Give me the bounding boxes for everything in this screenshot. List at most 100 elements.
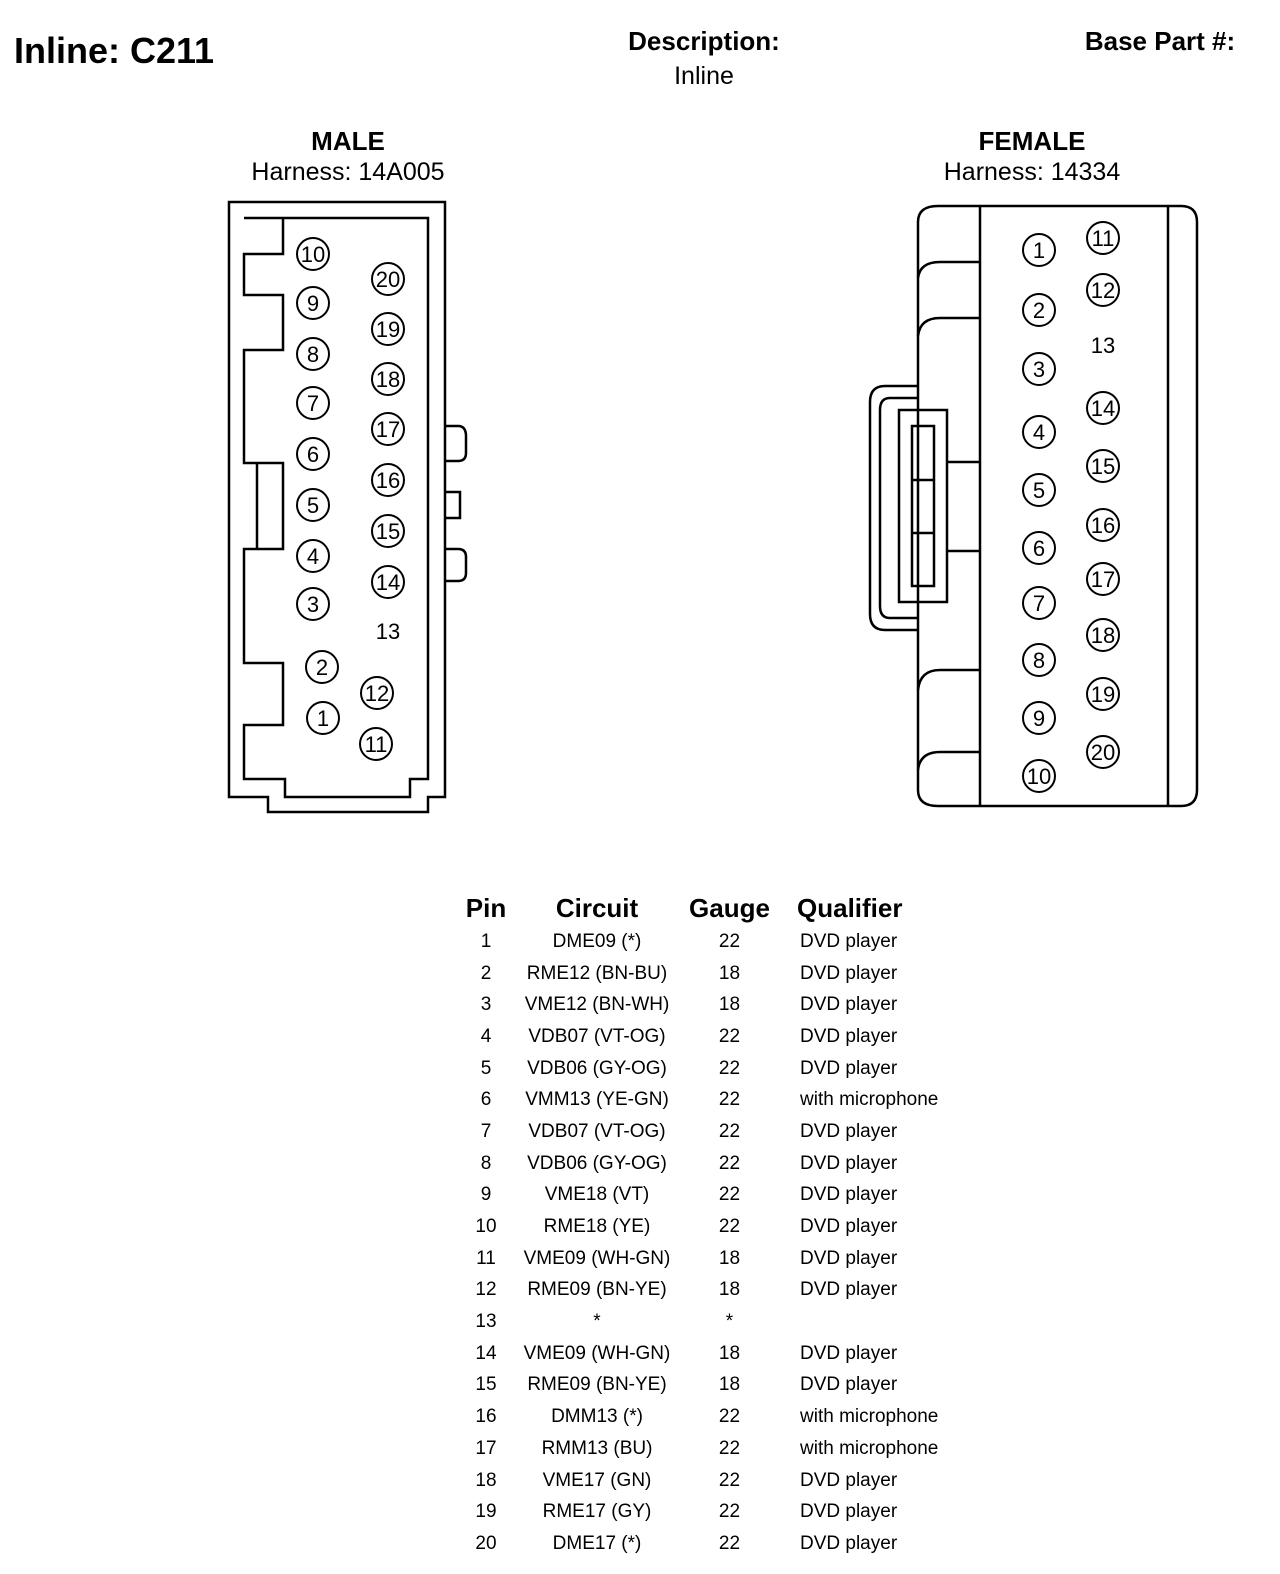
qualifier: DVD player: [800, 1247, 898, 1269]
pin-circle: [1022, 233, 1056, 267]
circuit-code: DME17 (*): [552, 1532, 642, 1554]
pin-marker: 1: [1022, 233, 1056, 267]
male-connector-body: [227, 200, 468, 814]
wire-gauge: 18: [718, 962, 741, 984]
pin-circle: [296, 337, 330, 371]
circuit-code: DMM13 (*): [551, 1406, 643, 1428]
qualifier: DVD player: [800, 1279, 898, 1301]
pin-circle: [1022, 701, 1056, 735]
circuit-code: VME17 (GN): [542, 1469, 652, 1491]
pin-number: 20: [475, 1532, 497, 1554]
pin-marker: 7: [1022, 586, 1056, 620]
pin-number: 11: [476, 1247, 496, 1269]
pin-number: 8: [480, 1152, 492, 1174]
pin-circle: [360, 676, 394, 710]
pin-marker: 10: [1022, 759, 1056, 793]
pin-marker: 4: [296, 539, 330, 573]
pin-label: 10: [1027, 764, 1051, 789]
pin-circle: [1086, 562, 1120, 596]
circuit-code: RME18 (YE): [543, 1216, 651, 1238]
pin-label: 19: [376, 317, 400, 342]
circuit-code: VDB06 (GY-OG): [527, 1057, 667, 1079]
pin-label: 15: [376, 519, 400, 544]
pin-marker: 1: [306, 701, 340, 735]
qualifier: DVD player: [800, 1057, 898, 1079]
pin-marker: 15: [371, 514, 405, 548]
qualifier: DVD player: [800, 1469, 898, 1491]
pin-marker: 18: [1086, 618, 1120, 652]
pin-marker: 20: [1086, 735, 1120, 769]
pin-label: 8: [1033, 648, 1045, 673]
pin-label: 4: [307, 544, 319, 569]
pin-marker: 5: [296, 488, 330, 522]
pin-circle: [371, 514, 405, 548]
pin-marker: 14: [1086, 391, 1120, 425]
pin-circle: [1086, 618, 1120, 652]
pin-number: 7: [480, 1120, 492, 1142]
pin-label: 8: [307, 342, 319, 367]
qualifier: DVD player: [800, 1152, 898, 1174]
qualifier: DVD player: [800, 1501, 898, 1523]
page-title: Inline: C211: [14, 30, 215, 71]
pin-label: 10: [301, 242, 325, 267]
pin-circle: [1022, 586, 1056, 620]
pin-label: 12: [1091, 278, 1115, 303]
pin-circle: [296, 437, 330, 471]
pin-number: 17: [475, 1437, 497, 1459]
pin-label: 14: [376, 570, 400, 595]
pin-label: 19: [1091, 682, 1115, 707]
pin-label: 12: [365, 681, 389, 706]
wire-gauge: 18: [718, 1279, 741, 1301]
qualifier: DVD player: [800, 930, 898, 952]
description-label: Description:: [628, 26, 780, 56]
pin-label: 6: [1033, 536, 1045, 561]
pin-label: 17: [376, 417, 400, 442]
circuit-code: RME12 (BN-BU): [526, 962, 668, 984]
qualifier: DVD player: [800, 1120, 898, 1142]
pin-circle: [296, 237, 330, 271]
wire-gauge: 18: [718, 1374, 741, 1396]
pin-number: 9: [480, 1184, 492, 1206]
pin-marker: 9: [296, 286, 330, 320]
circuit-code: VME18 (VT): [544, 1184, 650, 1206]
circuit-code: RMM13 (BU): [541, 1437, 653, 1459]
pin-number: 6: [480, 1089, 492, 1111]
pin-label: 18: [376, 367, 400, 392]
pin-marker: 6: [1022, 531, 1056, 565]
pin-number: 15: [475, 1374, 497, 1396]
pin-circle: [1022, 293, 1056, 327]
male-harness-label: Harness: 14A005: [251, 158, 445, 186]
pin-marker: 16: [371, 463, 405, 497]
wire-gauge: 22: [718, 930, 741, 952]
pin-label: 15: [1091, 454, 1115, 479]
wire-gauge: 22: [718, 1437, 741, 1459]
pin-label: 11: [1092, 226, 1115, 251]
circuit-code: VME12 (BN-WH): [524, 994, 670, 1016]
pin-label: 17: [1091, 567, 1115, 592]
pin-marker: 17: [1086, 562, 1120, 596]
wire-gauge: 22: [718, 1120, 741, 1142]
pin-circle: [1086, 449, 1120, 483]
pin-label: 20: [376, 267, 400, 292]
wire-gauge: 22: [718, 1532, 741, 1554]
wire-gauge: 18: [718, 1247, 741, 1269]
circuit-code: DME09 (*): [552, 930, 642, 952]
pin-marker: 10: [296, 237, 330, 271]
pin-marker: 3: [1022, 352, 1056, 386]
pin-label: 13: [1091, 333, 1115, 358]
pin-marker: 9: [1022, 701, 1056, 735]
pin-circle: [296, 488, 330, 522]
pin-marker: 7: [296, 386, 330, 420]
pin-label: 7: [307, 391, 319, 416]
pin-number: 12: [475, 1279, 497, 1301]
circuit-code: RME09 (BN-YE): [527, 1374, 667, 1396]
gauge-column-header: Gauge: [689, 892, 770, 923]
circuit-code: VDB07 (VT-OG): [528, 1025, 666, 1047]
pin-marker: 19: [371, 312, 405, 346]
